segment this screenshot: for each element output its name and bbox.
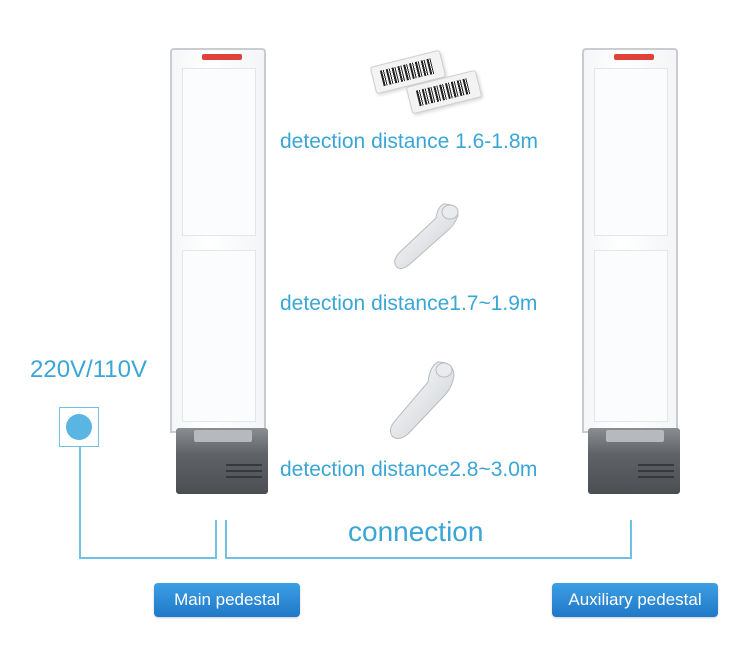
base-cover — [194, 430, 252, 442]
barcode — [415, 78, 471, 107]
vent — [226, 464, 262, 466]
vent — [638, 470, 674, 472]
indicator-light — [614, 54, 654, 60]
antenna-panel — [170, 48, 266, 433]
vent — [226, 470, 262, 472]
wire-line — [79, 447, 81, 559]
indicator-light — [202, 54, 242, 60]
power-supply-box — [59, 407, 99, 447]
pencil-hard-tag-icon — [394, 203, 459, 270]
detection-distance-label: detection distance1.7~1.9m — [280, 292, 538, 315]
connection-line — [225, 520, 227, 559]
detection-distance-label: detection distance 1.6-1.8m — [280, 130, 538, 153]
antenna-lower-window — [594, 250, 668, 422]
voltage-label: 220V/110V — [30, 356, 147, 383]
auxiliary-pedestal-antenna — [582, 48, 682, 498]
detection-distance-label: detection distance2.8~3.0m — [280, 458, 538, 481]
antenna-lower-window — [182, 250, 256, 422]
auxiliary-pedestal-badge: Auxiliary pedestal — [552, 583, 718, 617]
main-pedestal-badge: Main pedestal — [154, 583, 300, 617]
connection-label: connection — [348, 516, 484, 547]
main-pedestal-antenna — [170, 48, 270, 498]
connection-line — [225, 557, 632, 559]
base-cover — [606, 430, 664, 442]
antenna-upper-window — [594, 68, 668, 236]
connection-line — [630, 520, 632, 559]
power-dot-icon — [66, 414, 92, 440]
vent — [226, 476, 262, 478]
pedestal-base — [176, 428, 268, 494]
wire-line — [79, 557, 216, 559]
antenna-panel — [582, 48, 678, 433]
pencil-hard-tag-icon — [389, 361, 455, 440]
antenna-upper-window — [182, 68, 256, 236]
wire-line — [215, 520, 217, 559]
vent — [638, 476, 674, 478]
vent — [638, 464, 674, 466]
pedestal-base — [588, 428, 680, 494]
